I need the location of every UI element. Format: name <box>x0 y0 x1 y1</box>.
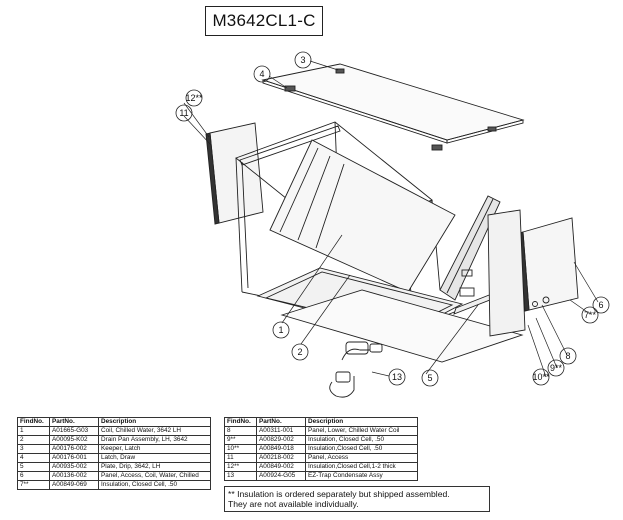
partno-cell: A00095-K02 <box>49 435 99 445</box>
latch-draw <box>284 85 443 151</box>
description-cell: Insulation,Closed Cell,1-2 thick <box>305 462 418 472</box>
header-findno: FindNo. <box>17 417 50 427</box>
findno-cell: 4 <box>17 453 50 463</box>
partno-cell: A00924-G05 <box>256 471 306 481</box>
findno-cell: 8 <box>224 426 257 436</box>
callout-6: 6 <box>598 300 603 310</box>
description-cell: Insulation, Closed Cell, .50 <box>98 480 211 490</box>
description-cell: Panel, Lower, Chilled Water Coil <box>305 426 418 436</box>
partno-cell: A00311-001 <box>256 426 306 436</box>
model-title: M3642CL1-C <box>205 6 323 36</box>
top-panel <box>261 63 525 144</box>
exploded-diagram: 12** 11 4 3 1 2 5 6 7** 8 9** 10** 13 <box>175 51 610 398</box>
partno-cell: A00218-002 <box>256 453 306 463</box>
header-partno: PartNo. <box>256 417 306 427</box>
callout-3: 3 <box>300 55 305 65</box>
header-description: Description <box>305 417 418 427</box>
partno-cell: A00176-002 <box>49 444 99 454</box>
callout-13: 13 <box>392 372 402 382</box>
description-cell: Insulation,Closed Cell, .50 <box>305 444 418 454</box>
coil-manifold <box>439 195 501 301</box>
callout-11: 11 <box>179 108 188 118</box>
callout-8: 8 <box>565 351 570 361</box>
description-cell: Plate, Drip, 3642, LH <box>98 462 211 472</box>
description-cell: Latch, Draw <box>98 453 211 463</box>
findno-cell: 5 <box>17 462 50 472</box>
footnote-line-1: ** Insulation is ordered separately but … <box>228 489 450 499</box>
callout-5: 5 <box>427 373 432 383</box>
findno-cell: 12** <box>224 462 257 472</box>
description-cell: Panel, Access, Coil, Water, Chilled <box>98 471 211 481</box>
description-cell: Keeper, Latch <box>98 444 211 454</box>
description-cell: Panel, Access <box>305 453 418 463</box>
description-cell: EZ-Trap Condensate Assy <box>305 471 418 481</box>
findno-cell: 7** <box>17 480 50 490</box>
chilled-water-coil <box>269 139 456 293</box>
latch-keeper <box>335 68 497 132</box>
description-cell: Coil, Chilled Water, 3642 LH <box>98 426 211 436</box>
callout-7: 7** <box>584 310 597 320</box>
callout-10: 10** <box>532 372 550 382</box>
footnote-line-2: They are not available individually. <box>228 499 359 509</box>
header-description: Description <box>98 417 211 427</box>
description-cell: Insulation, Closed Cell, .50 <box>305 435 418 445</box>
findno-cell: 3 <box>17 444 50 454</box>
ez-trap <box>329 341 383 398</box>
findno-cell: 9** <box>224 435 257 445</box>
description-cell: Drain Pan Assembly, LH, 3642 <box>98 435 211 445</box>
callout-circles <box>175 51 610 387</box>
coil-access-panel <box>518 217 579 312</box>
callout-2: 2 <box>297 347 302 357</box>
insulation-footnote: ** Insulation is ordered separately but … <box>224 486 490 512</box>
partno-cell: A00849-018 <box>256 444 306 454</box>
findno-cell: 11 <box>224 453 257 463</box>
findno-cell: 13 <box>224 471 257 481</box>
partno-cell: A00829-002 <box>256 435 306 445</box>
lower-panel <box>487 209 550 337</box>
leader-lines <box>183 60 599 378</box>
partno-cell: A01665-G03 <box>49 426 99 436</box>
header-findno: FindNo. <box>224 417 257 427</box>
partno-cell: A00849-002 <box>256 462 306 472</box>
partno-cell: A00849-069 <box>49 480 99 490</box>
callout-1: 1 <box>278 325 283 335</box>
findno-cell: 2 <box>17 435 50 445</box>
partno-cell: A00136-002 <box>49 471 99 481</box>
callout-4: 4 <box>259 69 264 79</box>
findno-cell: 10** <box>224 444 257 454</box>
findno-cell: 1 <box>17 426 50 436</box>
callout-9: 9** <box>550 363 563 373</box>
partno-cell: A00176-001 <box>49 453 99 463</box>
findno-cell: 6 <box>17 471 50 481</box>
side-access-panel <box>205 122 264 225</box>
base-plate <box>280 289 524 363</box>
header-partno: PartNo. <box>49 417 99 427</box>
partno-cell: A00935-002 <box>49 462 99 472</box>
callout-12: 12** <box>185 93 203 103</box>
